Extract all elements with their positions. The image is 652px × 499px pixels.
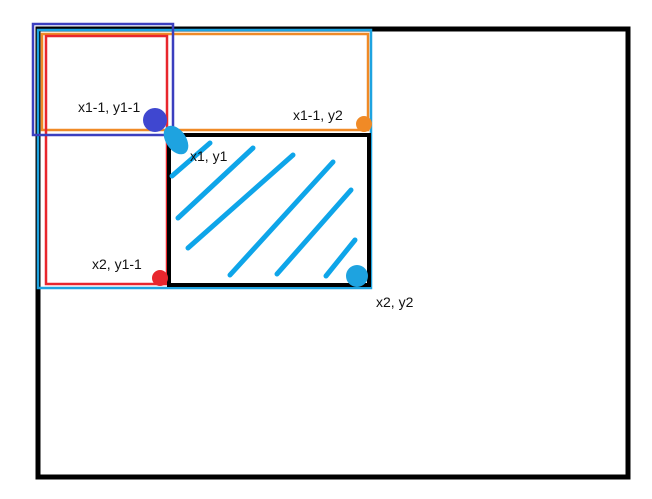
dot-light-blue-bottom [346,265,368,287]
hatch-line [169,140,213,179]
label-top-right: x1-1, y2 [293,107,343,123]
label-bottom-left: x2, y1-1 [92,256,142,272]
dot-light-blue-inner [163,125,189,155]
hatch-line [227,159,336,278]
hatch-lines [169,140,358,279]
label-inner-top-left: x1, y1 [190,148,228,164]
label-bottom-right: x2, y2 [376,294,414,310]
target-rectangle [167,133,371,287]
dot-orange [356,116,372,132]
corner-dots [143,108,372,287]
hatch-line [274,187,354,277]
dot-red [152,270,168,286]
navy-rectangle [31,22,175,137]
hatch-line [323,237,358,279]
outer-rectangle [35,26,631,480]
hatch-line [175,145,256,221]
hatch-line [185,152,296,251]
orange-rectangle [40,32,370,132]
dot-dark-blue [143,108,167,132]
red-rectangle [44,34,169,286]
label-top-left: x1-1, y1-1 [78,99,140,115]
